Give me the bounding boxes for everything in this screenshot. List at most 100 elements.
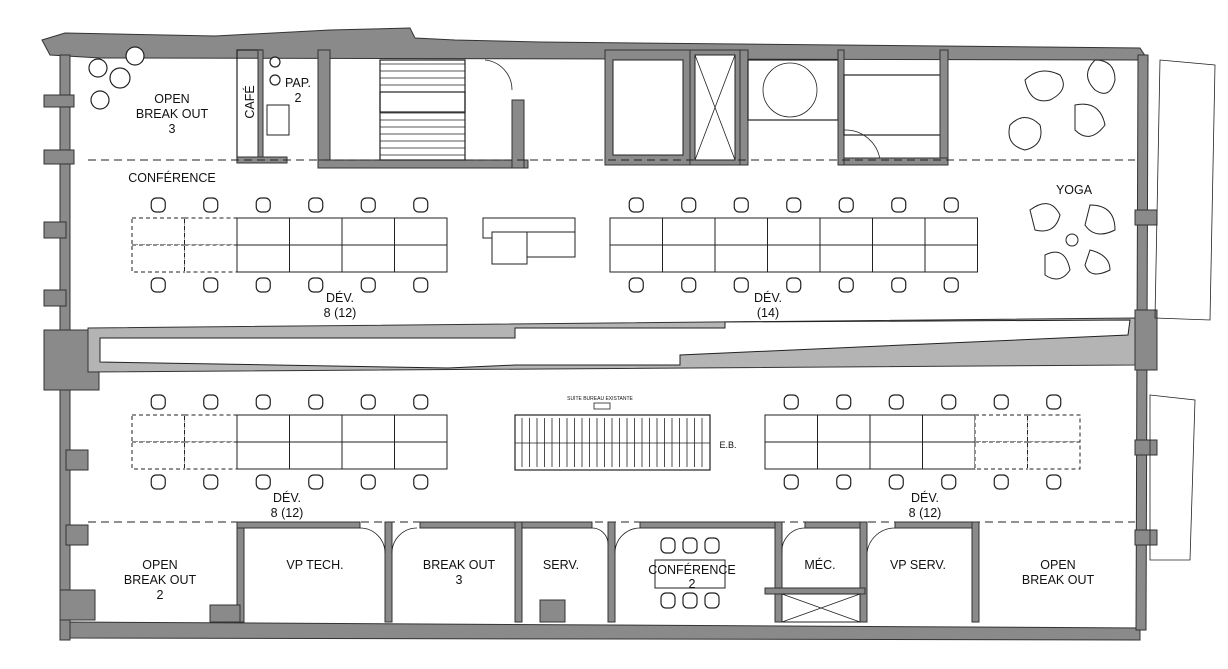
chair (682, 592, 698, 609)
chair (413, 277, 429, 293)
breakout-lounge-chairs (88, 46, 145, 110)
label-eb: E.B. (719, 440, 736, 450)
desk (662, 244, 716, 273)
desk (924, 244, 978, 273)
desk (764, 441, 818, 470)
chair (255, 197, 271, 213)
desk (819, 244, 873, 273)
chair (360, 277, 376, 293)
chair (255, 394, 271, 410)
chair (704, 537, 720, 554)
desk (394, 414, 448, 443)
chair (255, 474, 271, 490)
desk (869, 441, 923, 470)
chair (993, 394, 1009, 410)
label-vp-tech: VP TECH. (286, 558, 343, 572)
label-dev-bottom-right: DÉV.8 (12) (909, 490, 942, 520)
chair (203, 394, 219, 410)
chair (628, 277, 644, 293)
desk (236, 441, 290, 470)
chair (786, 277, 802, 293)
label-dev-top-left: DÉV.8 (12) (324, 290, 357, 320)
chair (308, 277, 324, 293)
chair (783, 474, 799, 490)
desk (819, 217, 873, 246)
chair (941, 474, 957, 490)
desk (974, 441, 1028, 470)
desk (394, 217, 448, 246)
chair (628, 197, 644, 213)
desk (869, 414, 923, 443)
chair (150, 394, 166, 410)
desk (974, 414, 1028, 443)
label-cafe: CAFÉ (242, 85, 257, 118)
chair (360, 474, 376, 490)
chair (786, 197, 802, 213)
yoga-mats (1008, 59, 1116, 280)
bottom-exterior-wall (69, 621, 1141, 641)
top-core (236, 49, 949, 169)
label-serv: SERV. (543, 558, 579, 572)
desk (609, 217, 663, 246)
chair (413, 197, 429, 213)
desk (184, 441, 238, 470)
desk (767, 217, 821, 246)
desk (714, 244, 768, 273)
window-piers (43, 94, 1158, 621)
corridor-floor (99, 319, 1131, 369)
desk (341, 441, 395, 470)
desk (609, 244, 663, 273)
desk (662, 217, 716, 246)
chair (203, 277, 219, 293)
desk (817, 414, 871, 443)
desk (236, 244, 290, 273)
pap-printer (266, 56, 290, 136)
chair (681, 277, 697, 293)
chair (203, 197, 219, 213)
chair (1046, 474, 1062, 490)
chair (838, 197, 854, 213)
desk (341, 217, 395, 246)
desk (394, 244, 448, 273)
desk (341, 414, 395, 443)
chair (941, 394, 957, 410)
central-stair (514, 402, 711, 471)
chair (150, 197, 166, 213)
chair (733, 197, 749, 213)
chair (203, 474, 219, 490)
desk (289, 441, 343, 470)
chair (682, 537, 698, 554)
desk (767, 244, 821, 273)
desk (394, 441, 448, 470)
chair (704, 592, 720, 609)
desk (1027, 441, 1081, 470)
chair (308, 197, 324, 213)
desk (924, 217, 978, 246)
desk (184, 244, 238, 273)
desk (184, 414, 238, 443)
chair (836, 474, 852, 490)
chair (891, 277, 907, 293)
chair (1046, 394, 1062, 410)
desk (872, 244, 926, 273)
label-vp-serv: VP SERV. (890, 558, 946, 572)
chair (891, 197, 907, 213)
desk (341, 244, 395, 273)
desk (714, 217, 768, 246)
chair (993, 474, 1009, 490)
desk (289, 217, 343, 246)
bottom-rooms (209, 521, 980, 623)
top-exterior-wall (41, 27, 1149, 61)
chair (413, 394, 429, 410)
chair (660, 592, 676, 609)
chair (308, 394, 324, 410)
chair (943, 277, 959, 293)
chair (888, 474, 904, 490)
desk (131, 244, 185, 273)
